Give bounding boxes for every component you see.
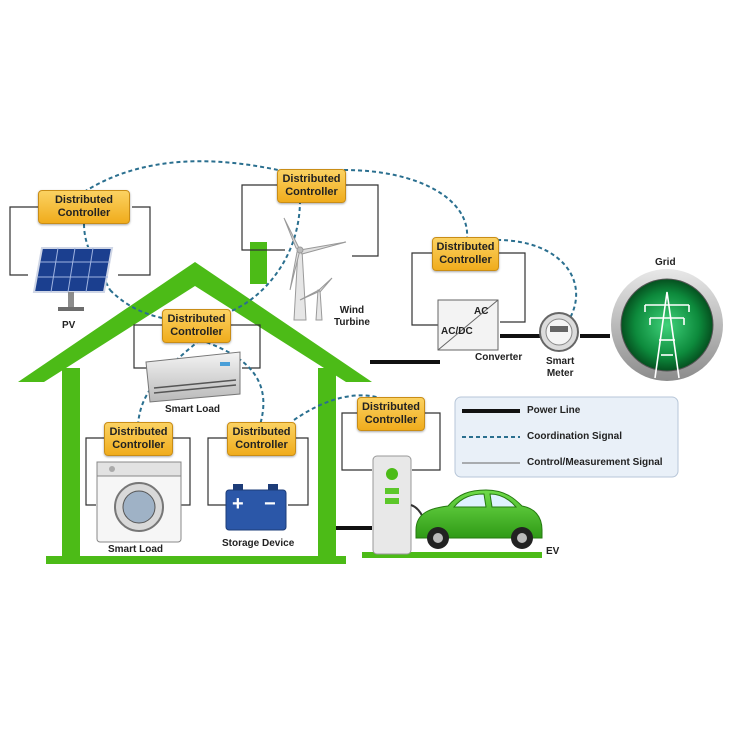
label-converter: Converter xyxy=(475,352,523,363)
label-acdc: AC/DC xyxy=(441,326,473,337)
wind-turbine-icon xyxy=(283,217,347,321)
battery-plus-symbol: + xyxy=(232,493,244,515)
label-ev: EV xyxy=(546,546,560,557)
label-smart-meter: Smart Meter xyxy=(546,356,574,380)
label-wind-line1: Wind xyxy=(339,305,365,316)
legend-control-signal: Control/Measurement Signal xyxy=(527,457,663,468)
label-grid: Grid xyxy=(655,257,676,268)
battery-icon xyxy=(225,484,287,531)
washing-machine-icon xyxy=(96,461,182,543)
controller-converter: Distributed Controller xyxy=(432,237,499,271)
controller-pv-line2: Controller xyxy=(57,207,111,219)
legend-power-line: Power Line xyxy=(527,405,581,416)
controller-washer-line2: Controller xyxy=(112,439,165,451)
controller-pv-line1: Distributed xyxy=(54,194,114,206)
label-smart-meter-line2: Meter xyxy=(546,368,574,379)
label-smart-load-bottom: Smart Load xyxy=(108,544,164,555)
legend-box xyxy=(454,396,679,478)
control-lines xyxy=(9,184,526,506)
label-wind-turbine: Wind Turbine xyxy=(334,305,370,329)
label-wind-line2: Turbine xyxy=(334,317,370,328)
coordination-lines xyxy=(83,160,578,426)
label-pv: PV xyxy=(62,320,76,331)
controller-ev-line2: Controller xyxy=(364,414,418,426)
legend-coordination-signal: Coordination Signal xyxy=(527,431,622,442)
house xyxy=(18,242,372,564)
controller-ev: Distributed Controller xyxy=(357,397,425,431)
controller-smart-load-top-line1: Distributed xyxy=(167,313,226,325)
controller-ev-line1: Distributed xyxy=(361,401,421,413)
label-smart-meter-line1: Smart xyxy=(546,356,575,367)
controller-storage-line2: Controller xyxy=(235,439,288,451)
controller-storage-line1: Distributed xyxy=(232,426,291,438)
battery-minus-symbol: − xyxy=(264,493,276,515)
charging-station-icon xyxy=(362,455,542,558)
grid-icon xyxy=(611,269,723,381)
controller-converter-line2: Controller xyxy=(439,254,492,266)
solar-panel-icon xyxy=(32,247,114,311)
label-smart-load-top: Smart Load xyxy=(165,404,221,415)
label-storage-device: Storage Device xyxy=(222,538,295,549)
air-conditioner-icon xyxy=(145,351,241,403)
controller-wind-line2: Controller xyxy=(285,186,338,198)
controller-converter-line1: Distributed xyxy=(436,241,495,253)
controller-storage: Distributed Controller xyxy=(227,422,296,456)
controller-smart-load-top-line2: Controller xyxy=(170,326,223,338)
label-ac: AC xyxy=(474,306,489,317)
controller-washer-line1: Distributed xyxy=(109,426,168,438)
electric-car-icon xyxy=(415,489,543,549)
controller-smart-load-top: Distributed Controller xyxy=(162,309,231,343)
power-lines xyxy=(336,334,610,530)
controller-pv: Distributed Controller xyxy=(38,190,130,224)
smart-meter-icon xyxy=(539,312,579,352)
converter-icon xyxy=(437,299,499,351)
controller-wind-line1: Distributed xyxy=(282,173,341,185)
controller-wind: Distributed Controller xyxy=(277,169,346,203)
controller-washer: Distributed Controller xyxy=(104,422,173,456)
